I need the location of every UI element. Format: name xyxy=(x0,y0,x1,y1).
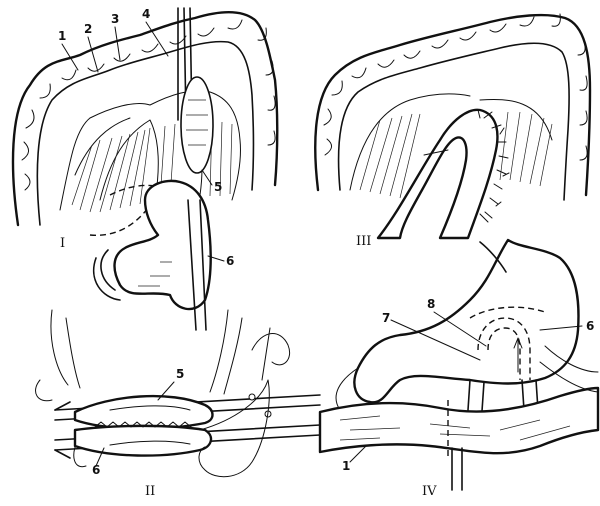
callout-6: 6 xyxy=(226,254,234,268)
callout-5-panel-2: 5 xyxy=(176,367,184,381)
callout-2: 2 xyxy=(84,22,92,36)
panel-1 xyxy=(11,7,279,331)
panel-4 xyxy=(318,238,600,491)
callout-1-panel-4: 1 xyxy=(342,459,350,473)
callout-6-panel-4: 6 xyxy=(586,319,594,333)
callout-4: 4 xyxy=(142,7,150,21)
callout-5: 5 xyxy=(214,180,222,194)
callout-3: 3 xyxy=(111,12,119,26)
callout-6-panel-2: 6 xyxy=(92,463,100,477)
panel-label-I: I xyxy=(60,236,65,251)
panel-2 xyxy=(35,309,321,478)
callout-1: 1 xyxy=(58,29,66,43)
callout-7: 7 xyxy=(382,311,390,325)
panel-label-III: III xyxy=(356,234,371,249)
panel-3 xyxy=(314,13,592,240)
panel-label-IV: IV xyxy=(422,484,437,499)
panel-label-II: II xyxy=(145,484,155,499)
callout-8: 8 xyxy=(427,297,435,311)
